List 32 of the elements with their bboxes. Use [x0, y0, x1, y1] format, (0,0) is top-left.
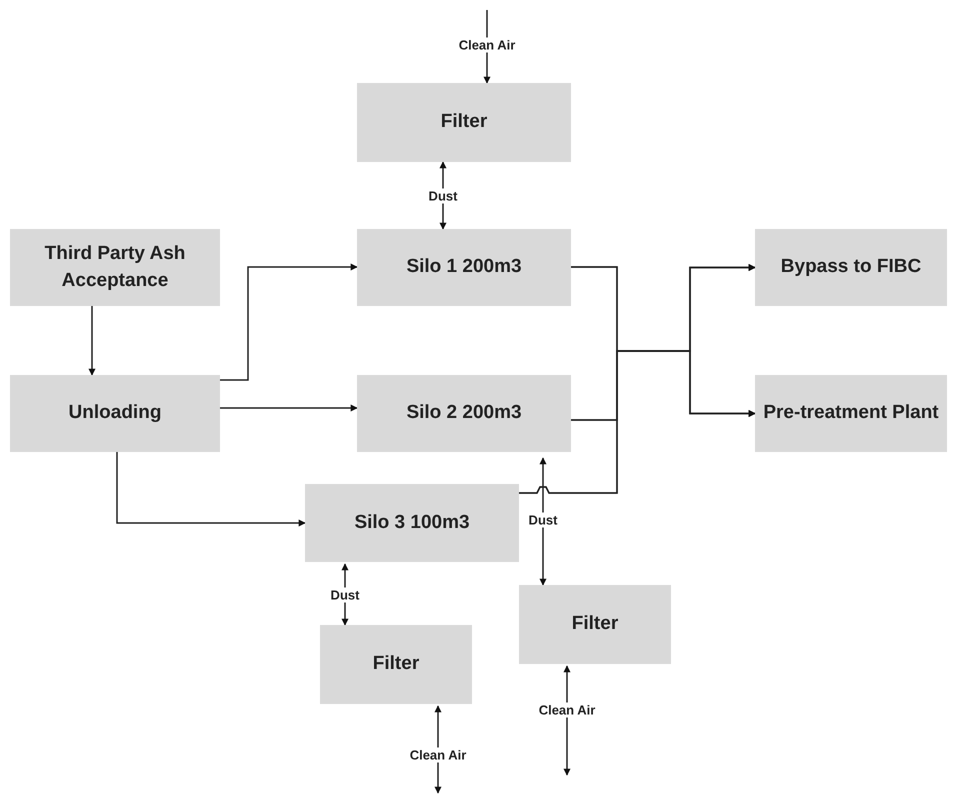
edge-label: Clean Air [408, 748, 468, 762]
arrow [220, 404, 358, 412]
edge-label: Clean Air [458, 38, 516, 52]
edge-label: Dust [330, 588, 360, 602]
box-label: Filter [572, 612, 618, 636]
process-box [755, 375, 947, 452]
arrow [540, 457, 546, 586]
arrow [88, 306, 96, 376]
arrow [519, 350, 756, 494]
process-box [357, 375, 571, 452]
edge-label: Dust [528, 512, 558, 528]
process-box [519, 585, 671, 664]
process-box [357, 229, 571, 306]
process-box [10, 229, 220, 306]
process-box [357, 83, 571, 162]
process-box [320, 625, 472, 704]
box-label: Silo 3 100m3 [354, 510, 470, 535]
edge-label: Dust [428, 188, 458, 204]
arrow [220, 264, 358, 381]
box-label: Silo 2 200m3 [406, 401, 522, 426]
process-box [10, 375, 220, 452]
process-box [305, 484, 519, 562]
box-label: Filter [440, 110, 488, 134]
process-box [755, 229, 947, 306]
box-label: Filter [372, 652, 420, 676]
box-label: Unloading [68, 401, 162, 426]
box-label: Silo 1 200m3 [406, 255, 522, 280]
arrow [116, 452, 306, 526]
box-label: Pre-treatment Plant [763, 401, 939, 426]
box-label: Bypass to FIBC [780, 255, 922, 280]
edge-label: Clean Air [538, 702, 596, 718]
box-label: Third Party Ash Acceptance [44, 242, 186, 292]
